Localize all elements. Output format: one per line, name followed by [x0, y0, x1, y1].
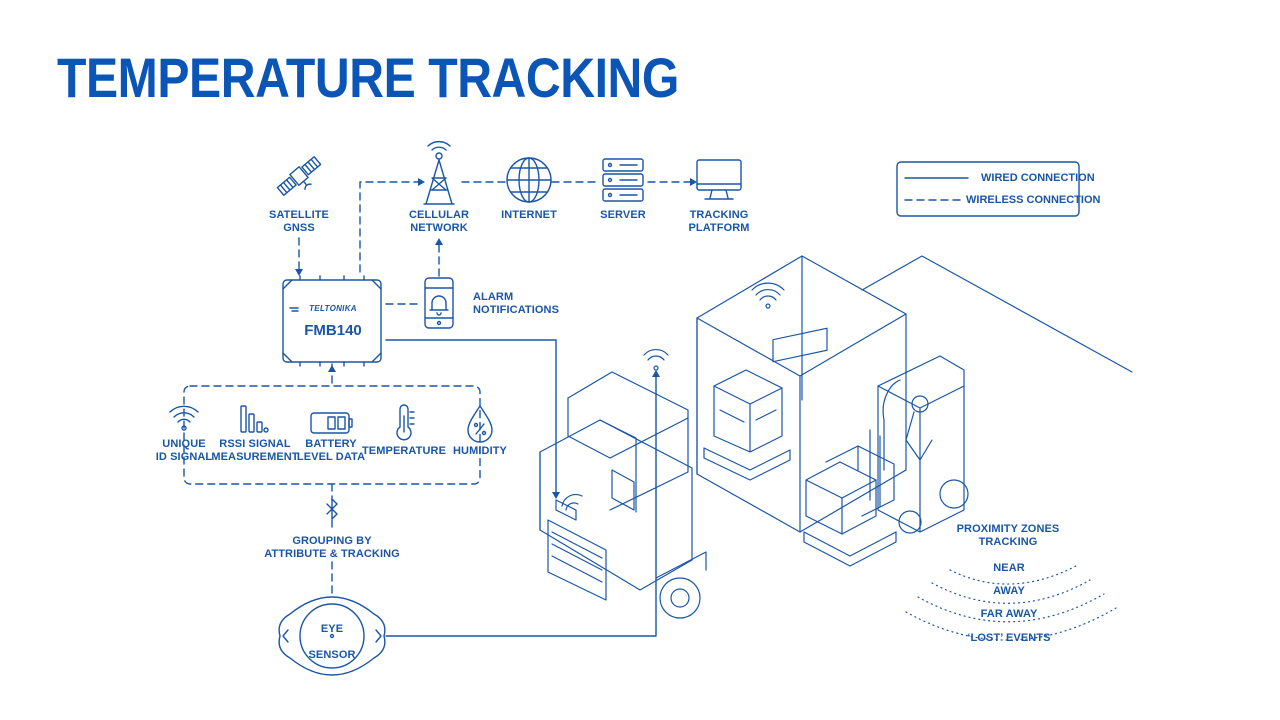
humidity-drop-icon: [467, 405, 493, 443]
globe-icon: [506, 157, 552, 203]
zone-far-away: FAR AWAY: [980, 608, 1038, 620]
battery-icon: [310, 412, 353, 434]
pallet-boxes: [805, 461, 877, 535]
truck-cab: [567, 371, 689, 511]
bluetooth-icon: [326, 498, 338, 520]
device-brand: TELTONIKA: [309, 304, 357, 313]
wireless-connections: [183, 181, 691, 597]
front-wheel: [659, 577, 701, 619]
internet-label: INTERNET: [501, 209, 557, 221]
legend-box: [896, 161, 1080, 217]
satellite-icon: [276, 156, 322, 196]
proximity-zone-arcs: [905, 565, 1117, 641]
zone-away: AWAY: [993, 585, 1025, 597]
zone-lost-events: ‘LOST’ EVENTS: [967, 632, 1051, 644]
legend-wired-label: WIRED CONNECTION: [981, 172, 1095, 184]
server-icon: [602, 158, 644, 202]
cooler-box: [713, 369, 783, 453]
thermometer-icon: [396, 404, 415, 441]
feature-label-temperature: TEMPERATURE: [361, 445, 447, 457]
wifi-signal-icon: [169, 405, 199, 431]
server-label: SERVER: [600, 209, 646, 221]
page-title: TEMPERATURE TRACKING: [57, 46, 679, 109]
device-model: FMB140: [304, 322, 362, 339]
tracker-device: [282, 275, 382, 367]
truck-grille: [547, 519, 607, 601]
alarm-phone-icon: [424, 277, 454, 329]
wired-connections: [385, 339, 657, 637]
feature-label-humidity: HUMIDITY: [453, 445, 507, 457]
zone-near: NEAR: [993, 562, 1025, 574]
monitor-icon: [696, 159, 742, 200]
warehouse-scene: [539, 255, 1133, 619]
forklift: [877, 355, 965, 533]
cell-tower-icon: [423, 140, 455, 205]
legend-wireless-label: WIRELESS CONNECTION: [966, 194, 1101, 206]
warehouse-roof-line: [861, 255, 1133, 373]
arrowheads: [295, 178, 697, 499]
signal-bars-icon: [240, 405, 269, 433]
eye-sensor-icon: [278, 596, 386, 676]
